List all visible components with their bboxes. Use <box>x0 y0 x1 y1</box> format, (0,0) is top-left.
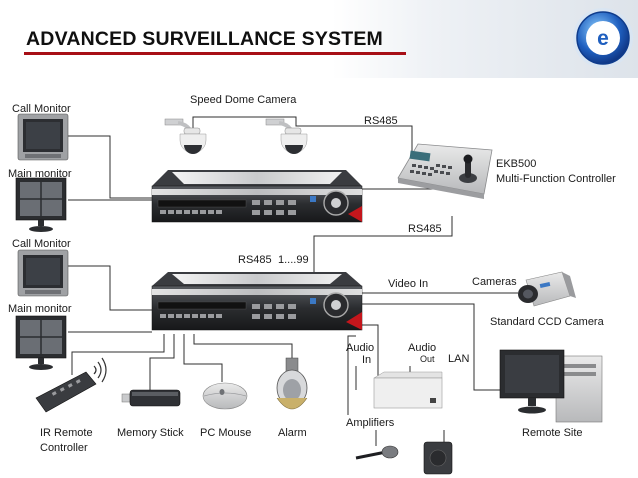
speed-dome-camera-1 <box>164 118 207 154</box>
connection-lines <box>68 116 523 446</box>
label-main-monitor-2: Main monitor <box>8 303 72 315</box>
label-controller-name: Multi-Function Controller <box>496 173 616 185</box>
label-lan: LAN <box>448 353 469 365</box>
label-controller-model: EKB500 <box>496 158 536 170</box>
call-monitor-2-icon <box>17 249 69 297</box>
label-remote-site: Remote Site <box>522 427 583 439</box>
label-memory-stick: Memory Stick <box>117 427 184 439</box>
dvr-unit-2 <box>151 272 363 331</box>
label-audio-out-1: Audio <box>408 342 436 354</box>
label-speed-dome-camera: Speed Dome Camera <box>190 94 297 106</box>
speaker-icon <box>423 441 453 475</box>
label-rs485-right: RS485 <box>408 223 442 235</box>
label-cameras: Cameras <box>472 276 517 288</box>
main-monitor-2-icon <box>15 315 67 370</box>
label-ccd-camera: Standard CCD Camera <box>490 316 605 328</box>
speed-dome-camera-2 <box>265 118 308 154</box>
amplifier-icon <box>373 371 443 409</box>
logo-letter: e <box>597 27 609 50</box>
ptz-controller-icon <box>397 143 493 199</box>
ir-remote-icon <box>35 357 107 413</box>
mouse-icon <box>202 382 248 410</box>
label-amplifiers: Amplifiers <box>346 417 395 429</box>
label-ir-remote-2: Controller <box>40 442 88 454</box>
header-banner: ADVANCED SURVEILLANCE SYSTEM <box>0 0 638 78</box>
pc-workstation-icon <box>499 349 603 423</box>
label-audio-out-2: Out <box>420 354 435 364</box>
usb-stick-icon <box>121 389 181 407</box>
title-underline <box>24 52 406 55</box>
label-audio-in-2: In <box>362 354 371 366</box>
company-logo: e <box>573 8 633 68</box>
label-video-in: Video In <box>388 278 428 290</box>
label-call-monitor-2: Call Monitor <box>12 238 71 250</box>
microphone-icon <box>355 445 399 460</box>
label-ir-remote-1: IR Remote <box>40 427 93 439</box>
label-call-monitor-1: Call Monitor <box>12 103 71 115</box>
main-monitor-1-icon <box>15 177 67 232</box>
call-monitor-1-icon <box>17 113 69 161</box>
alarm-siren-icon <box>276 357 308 410</box>
ccd-camera-icon <box>518 271 576 307</box>
label-audio-in-1: Audio <box>346 342 374 354</box>
label-id-range: 1....99 <box>278 254 309 266</box>
label-rs485-mid: RS485 <box>238 254 272 266</box>
label-rs485-top: RS485 <box>364 115 398 127</box>
label-main-monitor-1: Main monitor <box>8 168 72 180</box>
page-title: ADVANCED SURVEILLANCE SYSTEM <box>26 28 383 50</box>
label-pc-mouse: PC Mouse <box>200 427 251 439</box>
label-alarm: Alarm <box>278 427 307 439</box>
dvr-unit-1 <box>151 170 363 223</box>
